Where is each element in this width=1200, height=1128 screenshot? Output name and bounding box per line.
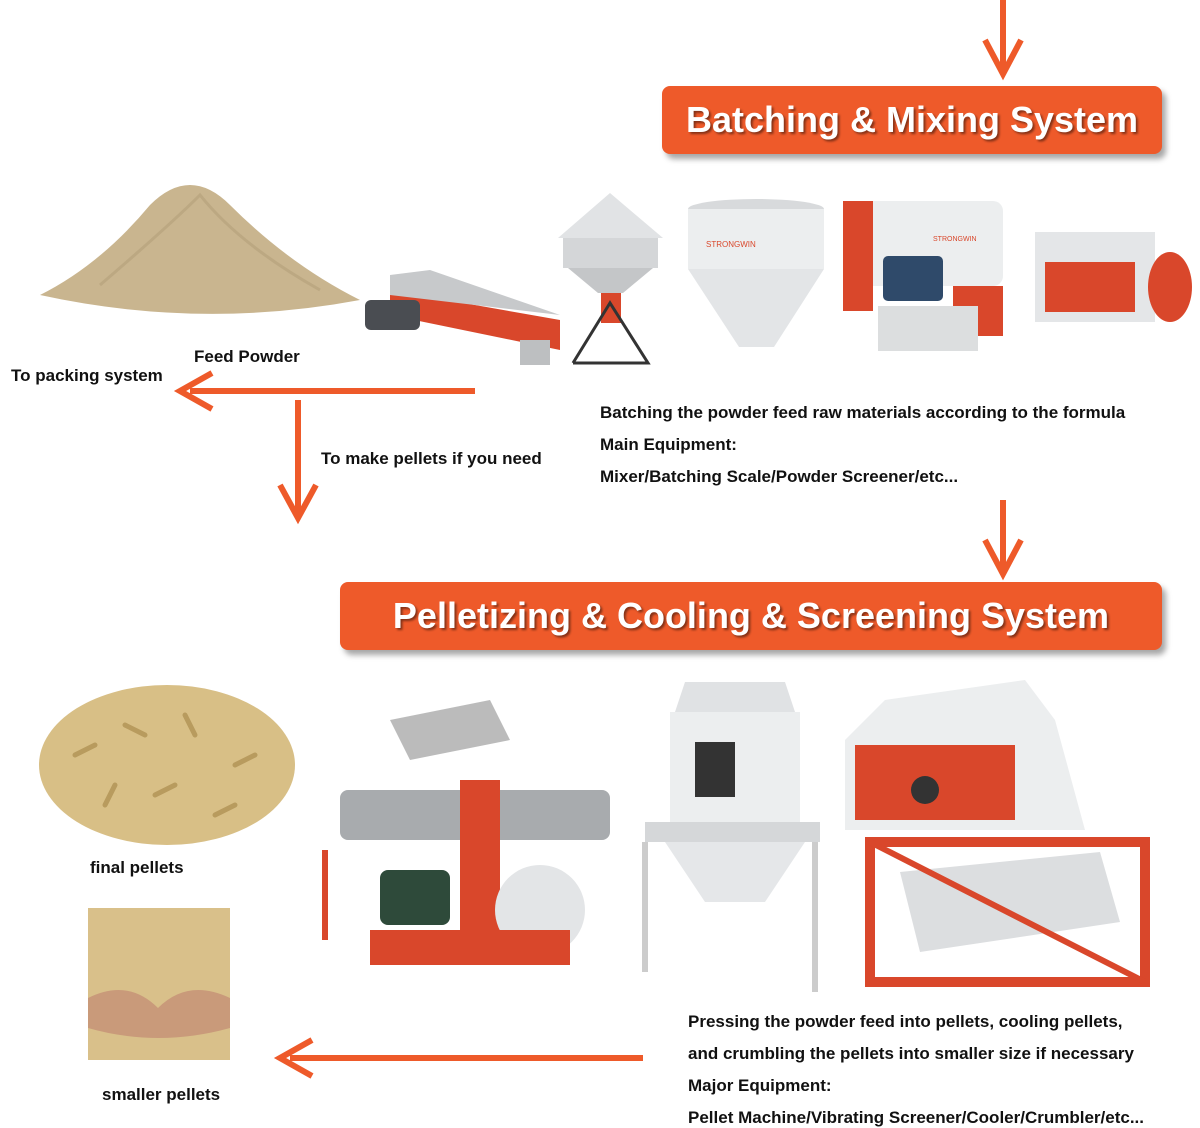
feed-powder-image (40, 165, 360, 325)
to-pellets-label: To make pellets if you need (321, 449, 542, 468)
final-pellets-label: final pellets (90, 858, 184, 877)
vibrating-screener-image (860, 832, 1155, 987)
feed-powder-label: Feed Powder (194, 347, 300, 366)
smaller-pellets-label: smaller pellets (102, 1085, 221, 1104)
batching-mixing-banner: Batching & Mixing System (662, 86, 1162, 154)
powder-screener-image (1030, 222, 1192, 342)
batching-description: Batching the powder feed raw materials a… (600, 403, 1126, 486)
crumbler-image (825, 680, 1090, 830)
svg-text:STRONGWIN: STRONGWIN (706, 240, 756, 249)
pelletizing-description: Pressing the powder feed into pellets, c… (688, 1012, 1144, 1127)
mixer-image: STRONGWIN (843, 196, 1013, 356)
smaller-pellets-image (88, 908, 230, 1060)
batching-scale-image (553, 193, 668, 368)
pelletizing-banner: Pelletizing & Cooling & Screening System (340, 582, 1162, 650)
cooler-image (625, 682, 825, 997)
pellet-machine-image (310, 700, 625, 990)
screw-conveyor-image (360, 270, 570, 370)
silo-image: STRONGWIN (684, 197, 829, 357)
svg-text:STRONGWIN: STRONGWIN (933, 236, 977, 243)
to-packing-label: To packing system (11, 366, 163, 385)
final-pellets-image (35, 675, 300, 850)
